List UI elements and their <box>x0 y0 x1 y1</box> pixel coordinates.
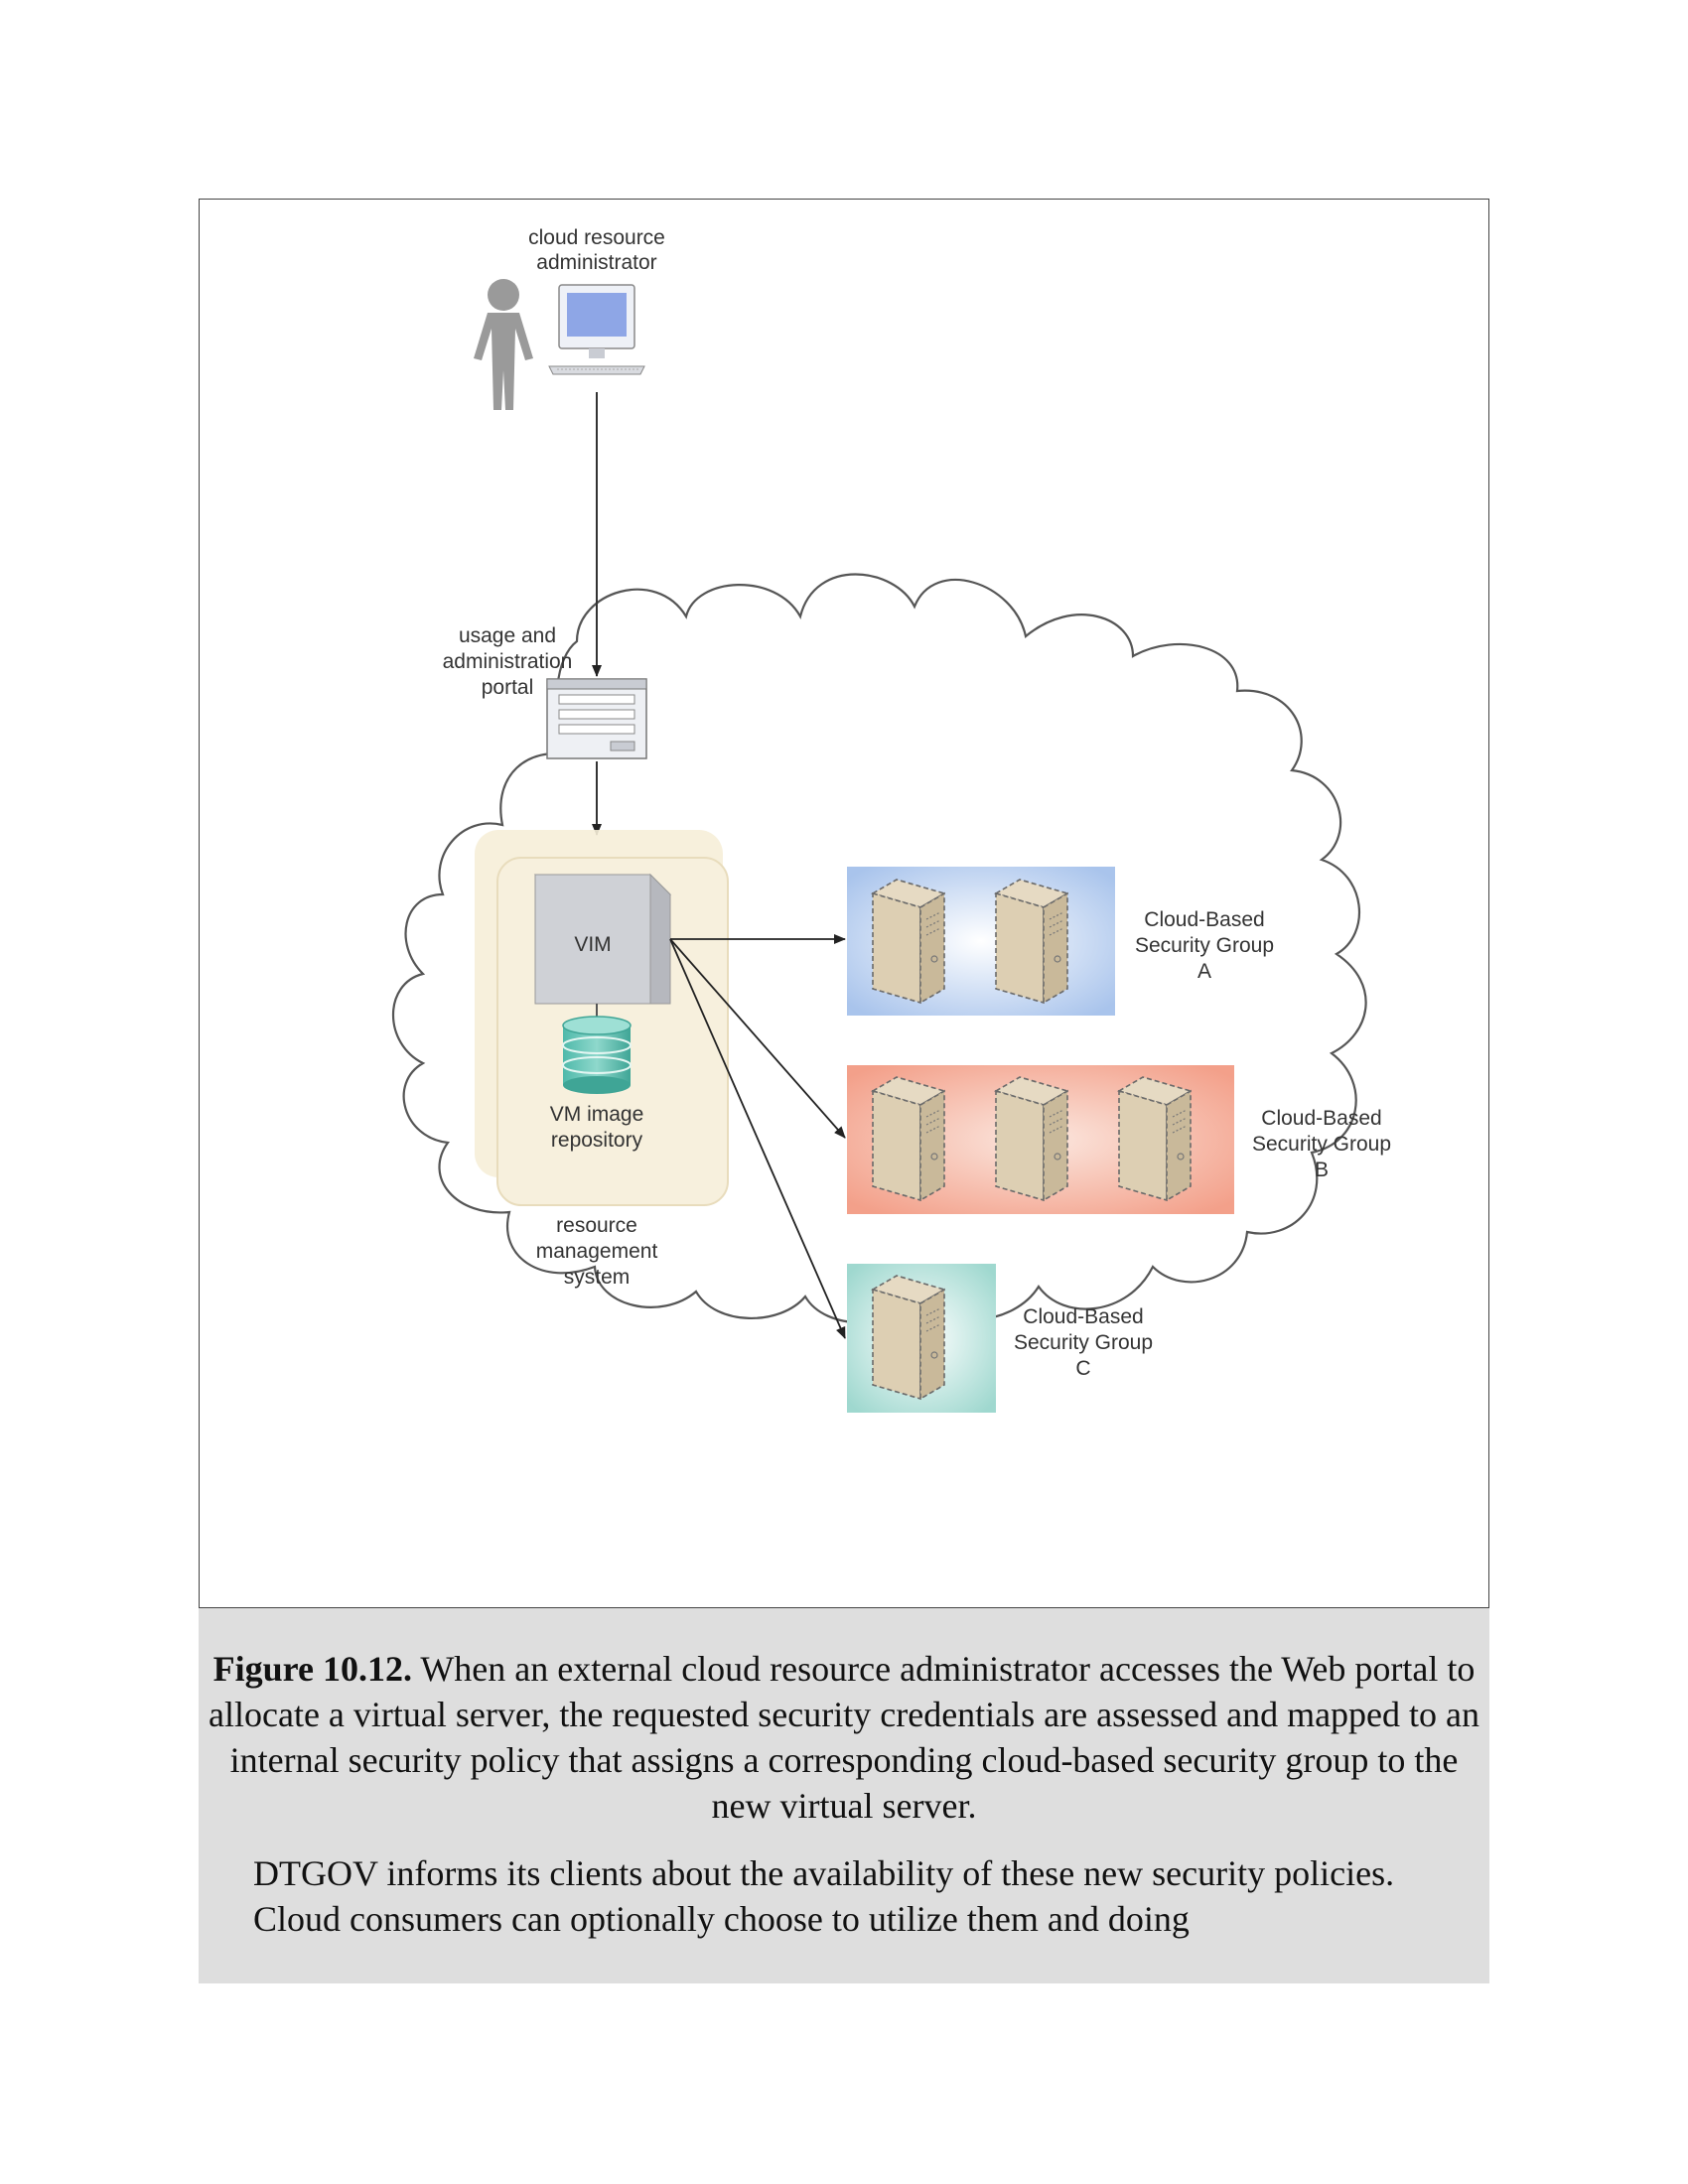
caption-text: When an external cloud resource administ… <box>209 1649 1480 1826</box>
server-icon <box>1118 1076 1192 1201</box>
security-group-a <box>847 867 1115 1016</box>
arrow-vim-group-c <box>669 938 846 1339</box>
vim-label: VIM <box>574 933 611 956</box>
server-icon <box>995 879 1068 1004</box>
server-icon <box>872 1275 945 1400</box>
figure-number: Figure 10.12. <box>212 1649 412 1689</box>
figure-caption: Figure 10.12. When an external cloud res… <box>199 1646 1489 1829</box>
caption-area: Figure 10.12. When an external cloud res… <box>199 1608 1489 1983</box>
security-group-c <box>847 1264 996 1413</box>
cloud-boundary <box>392 573 1367 1324</box>
server-icon <box>995 1076 1068 1201</box>
server-icon <box>872 879 945 1004</box>
server-icon <box>872 1076 945 1201</box>
security-group-b <box>847 1065 1234 1214</box>
portal-form-icon <box>546 678 647 759</box>
database-icon <box>562 1016 632 1094</box>
computer-icon <box>548 284 645 375</box>
arrow-vim-group-b <box>669 938 846 1139</box>
body-paragraph: DTGOV informs its clients about the avai… <box>253 1853 1395 1939</box>
person-icon <box>474 279 533 410</box>
vim-box <box>533 873 672 1005</box>
